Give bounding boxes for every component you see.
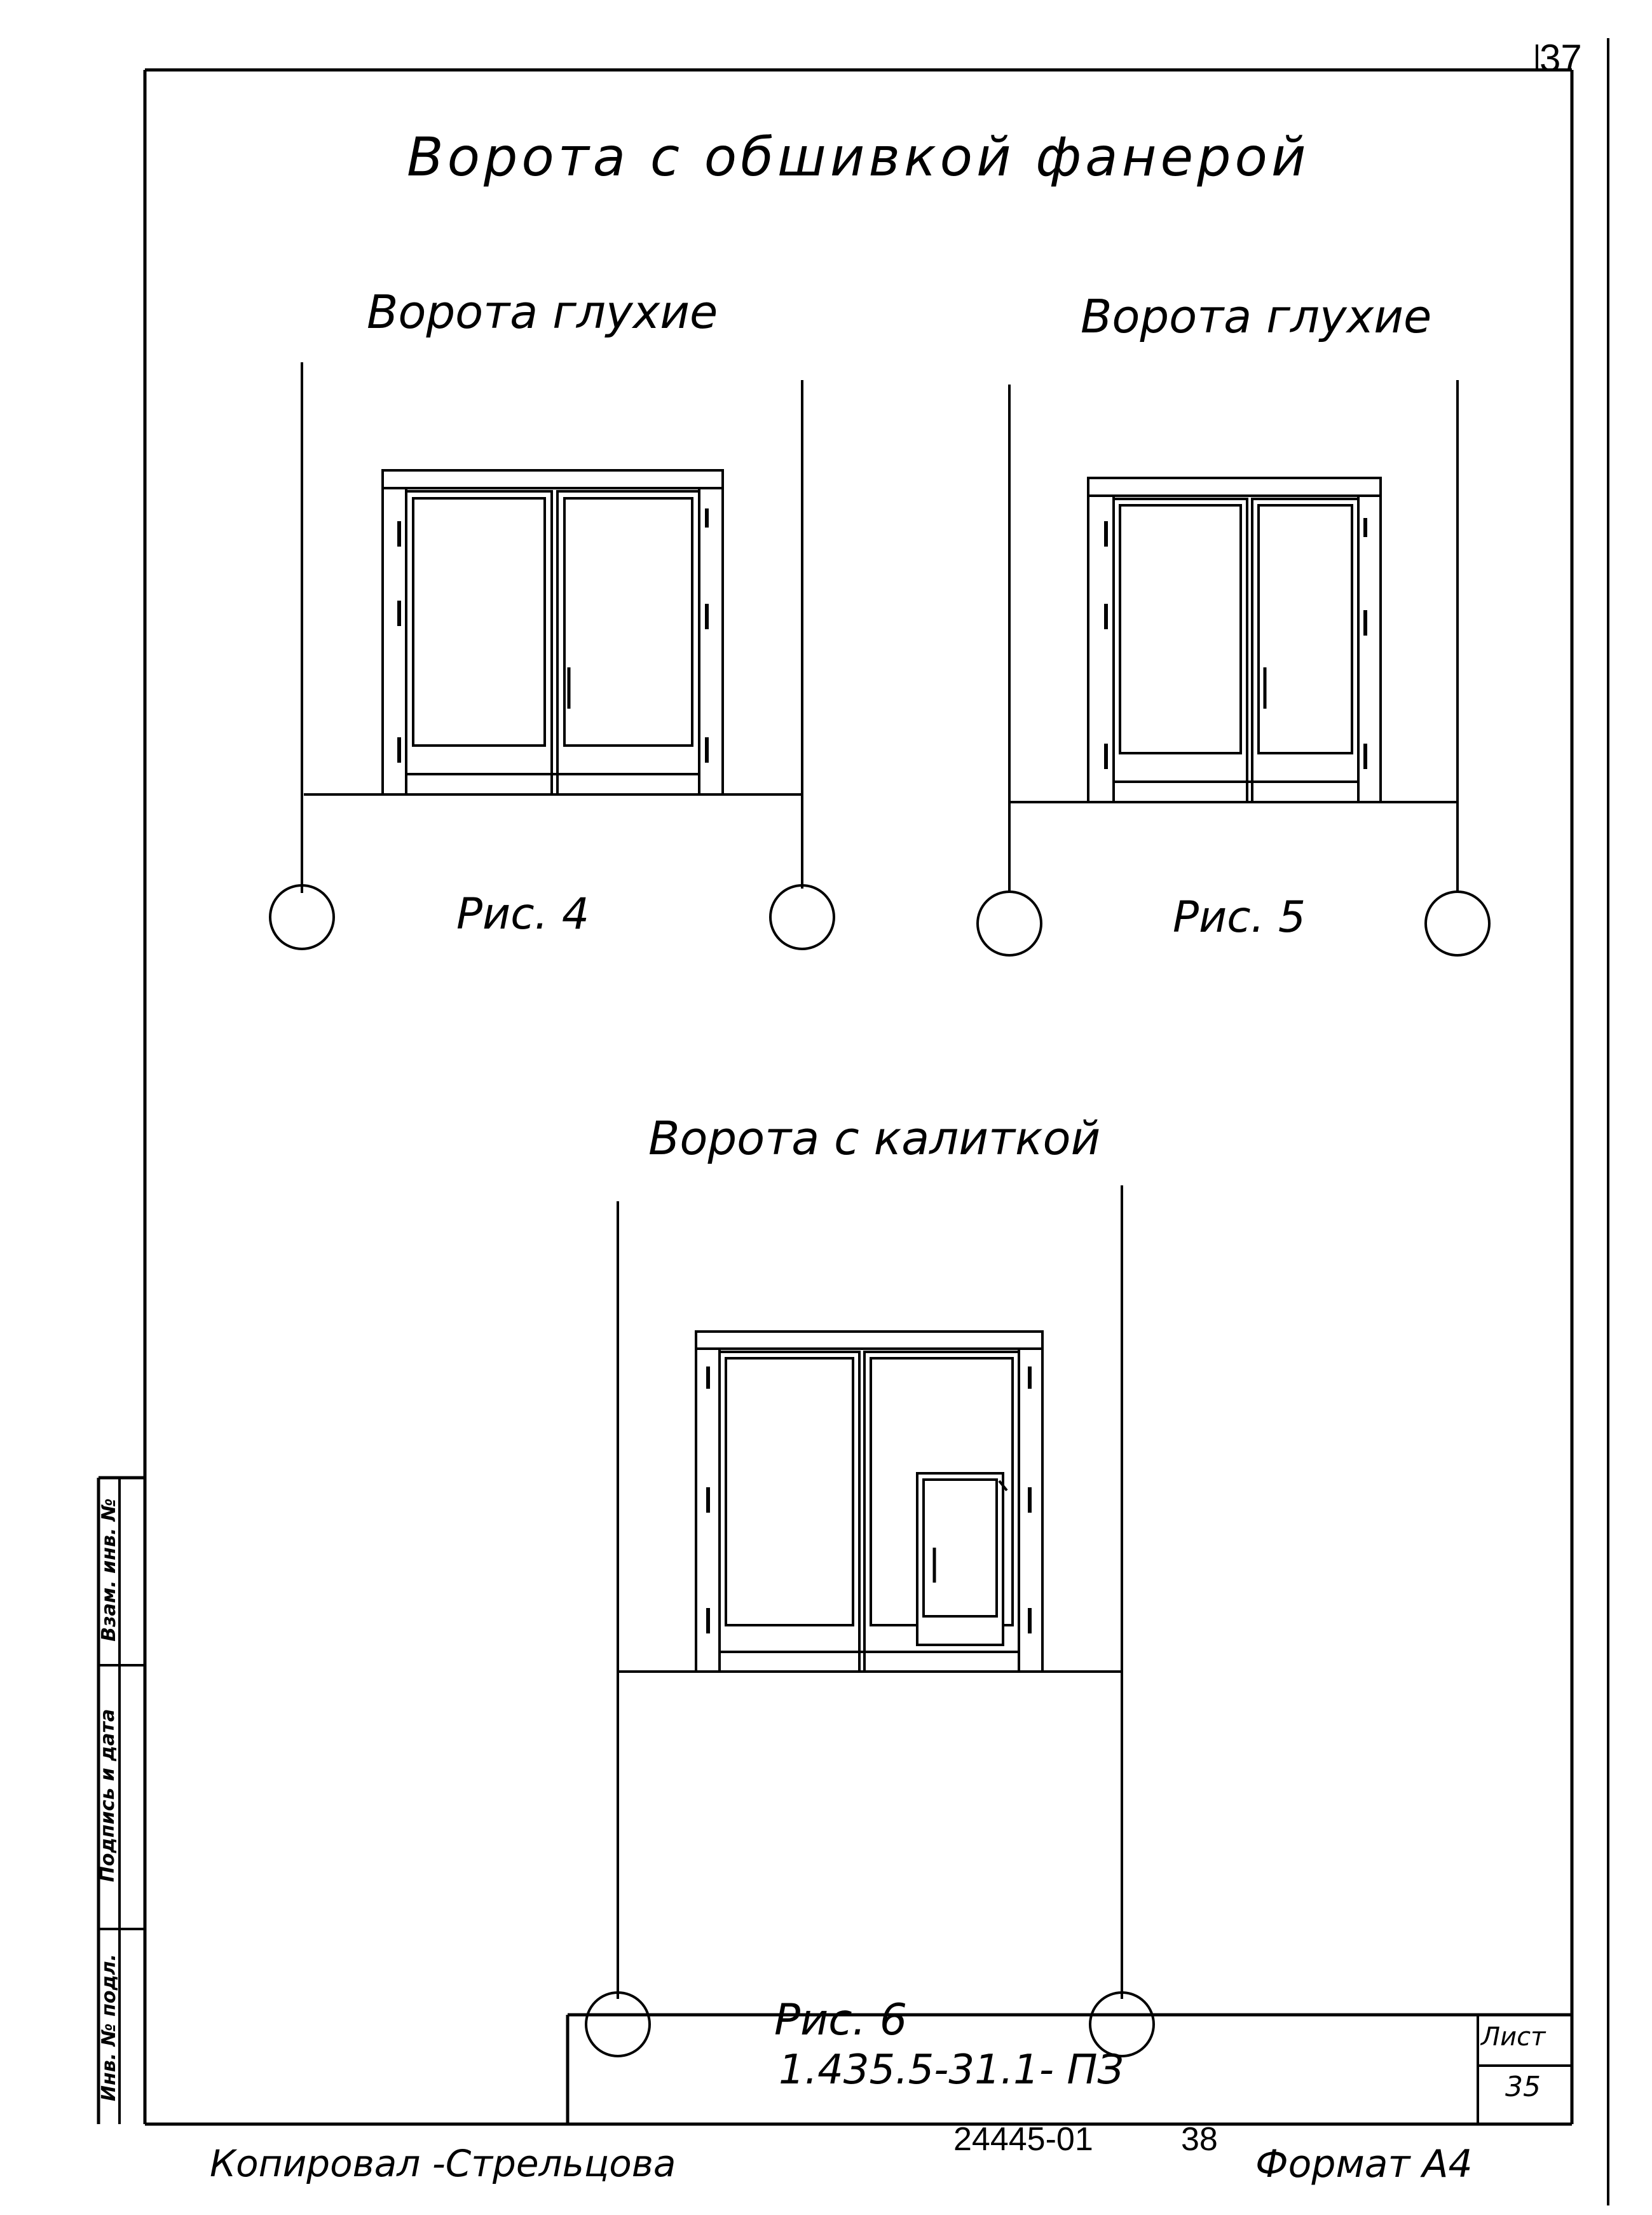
- figure-5-heading: Ворота глухие: [1081, 290, 1432, 343]
- figure-6-heading: Ворота с калиткой: [648, 1112, 1101, 1165]
- side-stamp-field-1: Инв. № подл.: [98, 1953, 120, 2102]
- figure-6-drawing: [585, 1185, 1155, 2057]
- format: Формат А4: [1255, 2142, 1473, 2186]
- sheet-number: 35: [1505, 2071, 1541, 2103]
- figure-5-drawing: [976, 380, 1491, 957]
- side-stamp-field-2: Подпись и дата: [97, 1708, 119, 1883]
- main-title: Ворота с обшивкой фанерой: [407, 126, 1310, 188]
- figure-6-caption: Рис. 6: [774, 1995, 908, 2045]
- figure-4-caption: Рис. 4: [456, 889, 590, 939]
- order-sheet: 38: [1181, 2121, 1218, 2158]
- order-number: 24445-01: [953, 2121, 1093, 2158]
- document-designation: 1.435.5-31.1- ПЗ: [779, 2047, 1124, 2094]
- sheet-label: Лист: [1481, 2022, 1546, 2052]
- copied-by: Копировал -Стрельцова: [210, 2142, 676, 2185]
- side-stamp-field-3: Взам. инв. №: [98, 1498, 120, 1642]
- page-number: 37: [1539, 37, 1582, 79]
- wicket: [916, 1472, 1004, 1646]
- figure-5-caption: Рис. 5: [1173, 892, 1306, 943]
- figure-4-drawing: [269, 362, 835, 950]
- figure-4-heading: Ворота глухие: [367, 285, 718, 339]
